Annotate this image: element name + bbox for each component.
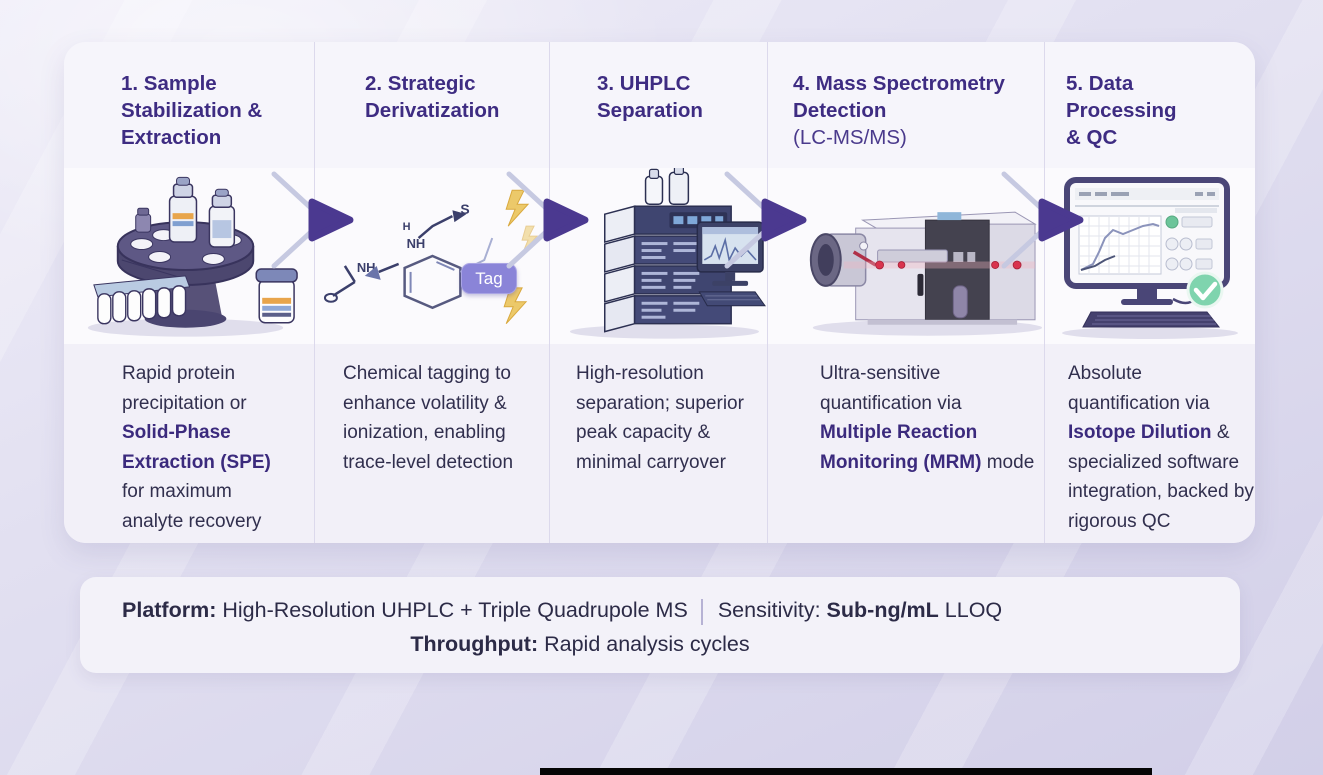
step-5-desc-text: Absolute quantification via [1068, 363, 1210, 414]
flow-arrow-icon [271, 171, 354, 269]
step-5-desc-emphasis: Isotope Dilution [1068, 422, 1212, 443]
step-2-desc-text: Chemical tagging to enhance volatility &… [343, 363, 514, 473]
step-4-desc-text: Ultra-sensitive quantification via [820, 363, 962, 414]
workflow-card: 1. Sample Stabilization & Extraction 2. … [64, 42, 1255, 543]
sensitivity-label: Sensitivity: [717, 597, 821, 622]
step-2-description: Chemical tagging to enhance volatility &… [315, 344, 550, 543]
step-3-title: 3. UHPLC Separation [597, 72, 703, 122]
summary-row-platform-sensitivity: Platform: High-Resolution UHPLC + Triple… [80, 577, 1240, 625]
chemical-structure-icon: NH H NH S [323, 189, 539, 325]
summary-divider [700, 599, 703, 625]
platform-label: Platform: [122, 597, 217, 622]
svg-text:NH: NH [407, 236, 426, 251]
step-5-illustration [1045, 168, 1255, 344]
throughput-label: Throughput: [410, 632, 539, 656]
flow-arrow-icon [1001, 171, 1084, 269]
step-4-illustration [768, 168, 1045, 344]
mass-spectrometer-icon [809, 211, 1043, 336]
qc-workstation-icon [1062, 177, 1238, 339]
svg-text:H: H [403, 221, 411, 233]
platform-text: Platform: High-Resolution UHPLC + Triple… [122, 597, 688, 622]
sensitivity-text: Sensitivity: Sub-ng/mL LLOQ [717, 597, 1003, 622]
step-5-header: 5. Data Processing & QC [1045, 42, 1255, 168]
summary-bar: Platform: High-Resolution UHPLC + Triple… [80, 577, 1240, 673]
step-1-header: 1. Sample Stabilization & Extraction [64, 42, 315, 168]
step-2-illustration: NH H NH S Tag [315, 168, 550, 344]
step-4-desc-emphasis: Multiple Reaction Monitoring (MRM) [820, 422, 982, 473]
step-1-illustration [64, 168, 315, 344]
step-2-title: 2. Strategic Derivatization [365, 72, 500, 122]
step-1-description: Rapid protein precipitation or Solid-Pha… [64, 344, 315, 543]
step-5-title: 5. Data Processing & QC [1066, 72, 1177, 149]
summary-row-throughput: Throughput: Rapid analysis cycles [410, 632, 750, 656]
step-1-title: 1. Sample Stabilization & Extraction [121, 72, 263, 149]
step-3-description: High-resolution separation; superior pea… [550, 344, 768, 543]
step-4-header: 4. Mass Spectrometry Detection (LC-MS/MS… [768, 42, 1045, 168]
step-3-illustration [550, 168, 768, 344]
step-1-desc-text: Rapid protein precipitation or [122, 363, 247, 414]
step-4-subtitle: (LC-MS/MS) [793, 126, 907, 149]
step-5-description: Absolute quantification via Isotope Dilu… [1045, 344, 1255, 543]
bottom-black-bar [540, 768, 1152, 775]
flow-arrow-icon [506, 171, 589, 269]
svg-text:S: S [460, 201, 469, 217]
step-4-description: Ultra-sensitive quantification via Multi… [768, 344, 1045, 543]
step-3-desc-text: High-resolution separation; superior pea… [576, 363, 744, 473]
step-2-header: 2. Strategic Derivatization [315, 42, 550, 168]
step-1-desc-emphasis: Solid-Phase Extraction (SPE) [122, 422, 271, 473]
sample-prep-carousel-icon [87, 176, 298, 337]
step-3-header: 3. UHPLC Separation [550, 42, 768, 168]
flow-arrow-icon [724, 171, 807, 269]
uhplc-stack-icon [569, 168, 766, 339]
step-4-title: 4. Mass Spectrometry Detection [793, 72, 1005, 122]
